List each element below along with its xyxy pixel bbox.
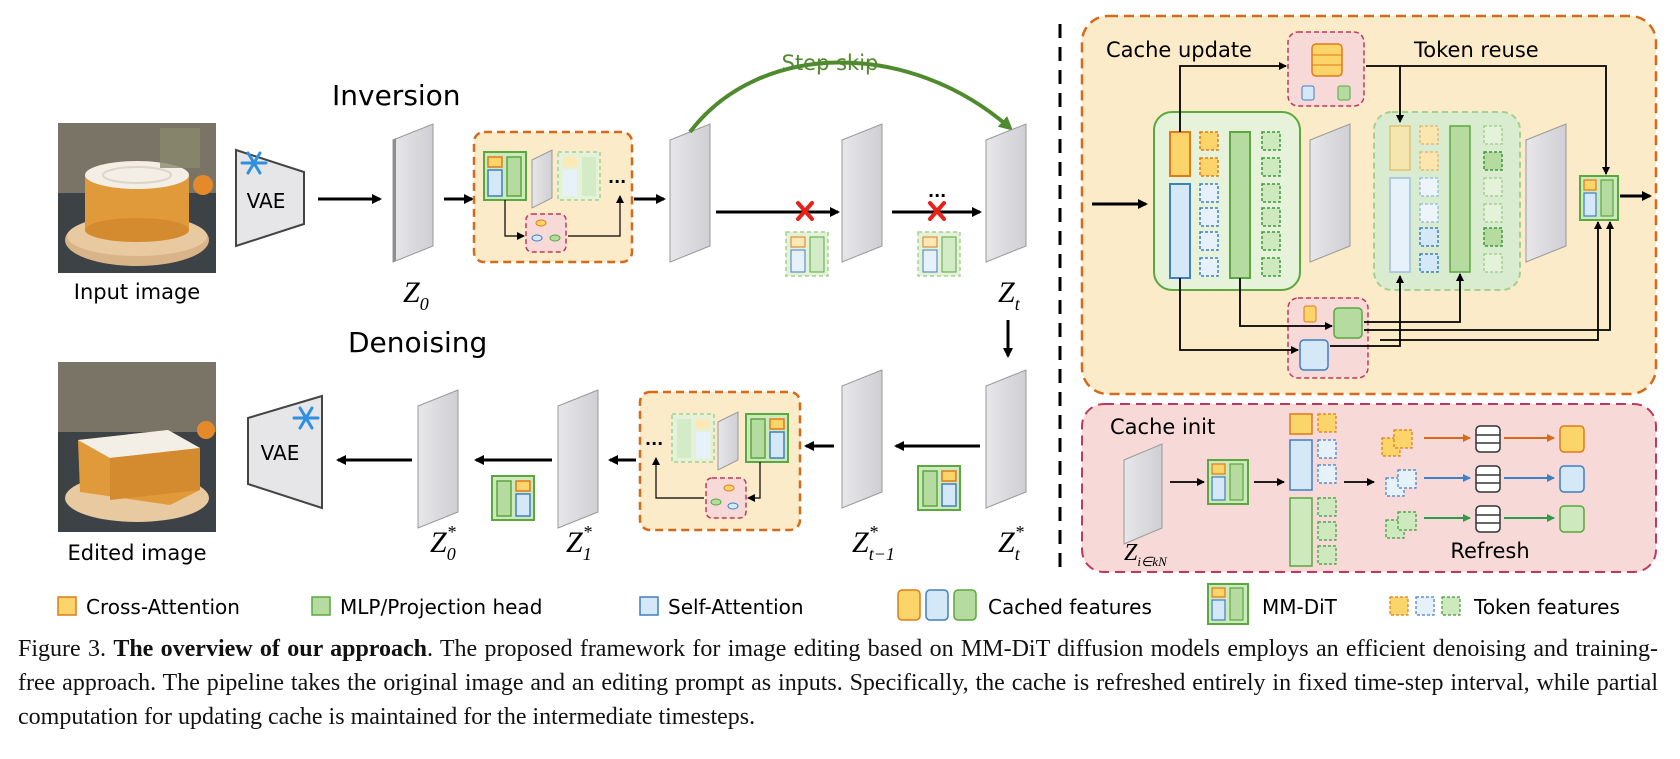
step-skip-label: Step skip [782, 51, 879, 75]
cache-update-panel [1080, 14, 1658, 396]
latent-plate-zkn [1123, 443, 1163, 545]
label-z0s: Z*0 [430, 522, 456, 564]
edited-image-label: Edited image [67, 541, 206, 565]
input-image-label: Input image [74, 280, 200, 304]
latent-plate-cu-2 [1525, 123, 1567, 263]
legend-mlp-swatch [311, 596, 331, 616]
database-icons-filled [1559, 425, 1585, 533]
latent-plate-inv-3 [841, 123, 883, 263]
latent-plate-cu-1 [1309, 123, 1351, 263]
label-z1s: Z*1 [566, 522, 592, 564]
step-skip-arrow [688, 60, 1014, 134]
legend-cross-attention: Cross-Attention [86, 595, 240, 619]
token-reuse-label: Token reuse [1413, 38, 1539, 62]
legend: Cross-Attention MLP/Projection head Self… [57, 583, 1620, 625]
ellipsis-3: ... [645, 430, 663, 449]
legend-self-attention: Self-Attention [668, 595, 804, 619]
vae-decoder: VAE [247, 394, 323, 510]
edited-image [58, 362, 216, 532]
inversion-label: Inversion [332, 79, 461, 112]
snowflake-icon [292, 406, 320, 430]
denoising-cache-block: ... [638, 390, 802, 532]
latent-plate-z1s [557, 389, 599, 529]
token-stacks [1381, 429, 1417, 539]
input-image [58, 123, 216, 273]
label-zt: Zt [998, 276, 1021, 314]
cache-update-mmdit [1153, 111, 1301, 291]
vae-encoder-label: VAE [247, 189, 286, 213]
legend-cross-attention-swatch [57, 596, 77, 616]
line-cache-green-to-reuse [1364, 273, 1464, 323]
cache-orange-top [1287, 31, 1365, 107]
legend-cached-features: Cached features [988, 595, 1152, 619]
label-z0: Z0 [403, 276, 429, 314]
ellipsis-1: ... [608, 168, 626, 187]
legend-mlp: MLP/Projection head [340, 595, 542, 619]
latent-plate-z0 [392, 123, 434, 263]
line-cross-to-top-cache [1179, 62, 1287, 132]
mmdit-output [1579, 175, 1619, 221]
caption-text: . The proposed framework for image editi… [18, 636, 1659, 730]
latent-plate-ztm1s [841, 369, 883, 509]
legend-token-features: Token features [1473, 595, 1620, 619]
skip-x-icon [796, 201, 814, 221]
cache-update-label: Cache update [1106, 38, 1252, 62]
line-top-cache-to-output [1400, 65, 1610, 175]
skip-x-icon [928, 201, 946, 221]
label-ztm1s: Z*t−1 [852, 522, 895, 564]
legend-self-attention-swatch [639, 596, 659, 616]
line-self-to-cache [1179, 278, 1299, 354]
vae-encoder: VAE [235, 148, 305, 248]
latent-plate-z0s [417, 389, 459, 529]
method-overview-diagram: Input image VAE Z0 Inversion ... [57, 14, 1658, 625]
database-icons-empty [1475, 425, 1501, 533]
init-features [1289, 413, 1337, 567]
token-reuse-mmdit [1373, 111, 1521, 291]
line-mlp-to-cache [1239, 278, 1333, 330]
label-zts: Z*t [998, 522, 1024, 564]
cache-init-label: Cache init [1110, 415, 1215, 439]
legend-mmdit: MM-DiT [1262, 595, 1338, 619]
latent-plate-inv-2 [669, 123, 711, 263]
vae-decoder-label: VAE [261, 441, 300, 465]
caption-bold: The overview of our approach [113, 636, 428, 662]
mmdit-den-1 [917, 465, 961, 511]
legend-mmdit-icon [1207, 583, 1249, 625]
caption-prefix: Figure 3. [18, 636, 106, 662]
line-cache-blue-to-reuse [1330, 275, 1404, 347]
refresh-label: Refresh [1450, 539, 1529, 563]
ellipsis-2: ... [928, 182, 946, 201]
latent-plate-zt [985, 123, 1027, 263]
figure-caption: Figure 3. The overview of our approach. … [18, 632, 1658, 734]
faded-mmdit-1 [785, 231, 829, 277]
line-cache-green-to-output [1364, 221, 1614, 331]
faded-mmdit-2 [917, 231, 961, 277]
label-zkn: Zi∈kN [1124, 540, 1168, 569]
legend-token-features-icon [1389, 596, 1461, 616]
snowflake-icon [240, 151, 268, 175]
legend-cached-features-icon [897, 589, 977, 621]
denoising-label: Denoising [348, 326, 487, 359]
latent-plate-zts [985, 369, 1027, 509]
cache-blue-green-bottom [1287, 297, 1369, 379]
cache-init-panel [1081, 403, 1657, 573]
line-cache-blue-to-output [1380, 221, 1602, 341]
inversion-cache-block: ... [472, 130, 634, 264]
mmdit-den-2 [491, 475, 535, 521]
mmdit-init [1207, 459, 1249, 505]
